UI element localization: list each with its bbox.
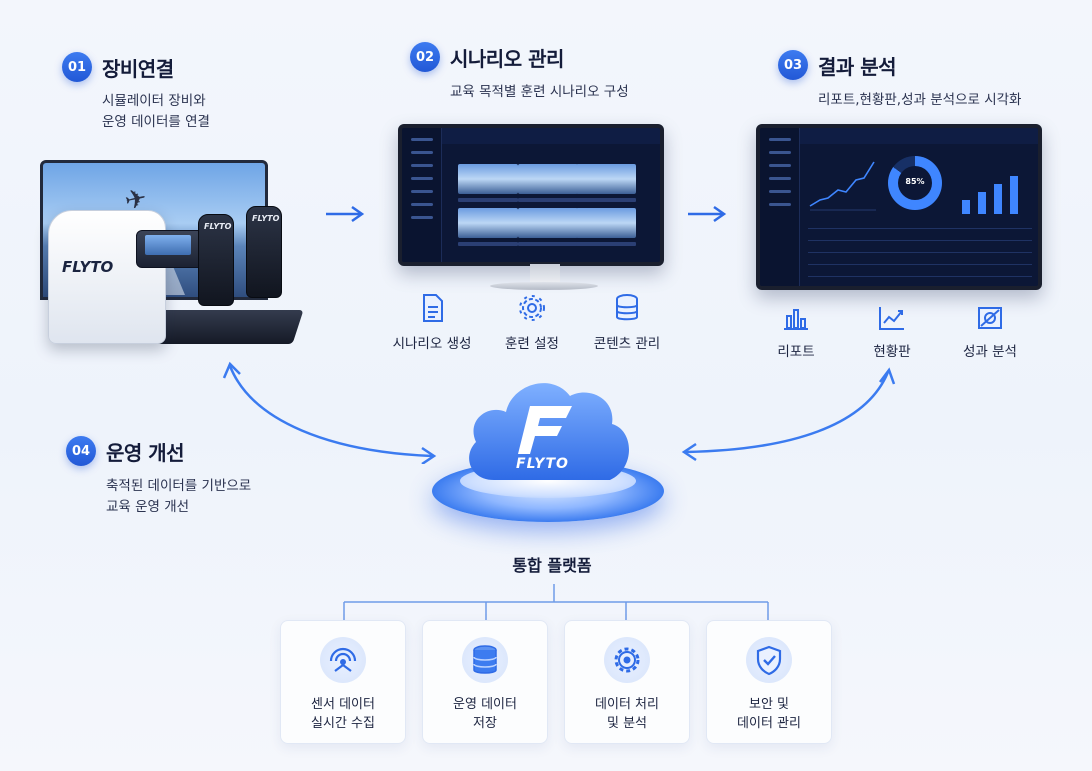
database-icon <box>616 294 638 321</box>
step-number-badge: 01 <box>62 52 92 82</box>
donut-chart-value: 85% <box>905 177 925 186</box>
arrow-right-icon <box>688 205 727 223</box>
step-title: 결과 분석 <box>818 54 897 79</box>
gear-icon <box>614 647 640 673</box>
monitor-stand <box>530 264 560 284</box>
line-chart-icon <box>879 307 904 330</box>
scenario-tool-settings: 훈련 설정 <box>494 292 570 352</box>
result-tool-report: 리포트 <box>766 304 826 360</box>
bar-chart-icon <box>784 309 808 330</box>
monitor-stand-base <box>490 282 598 290</box>
feature-card-sensor: 센서 데이터 실시간 수집 <box>280 620 406 744</box>
cloud-icon <box>469 383 629 480</box>
feature-card-security: 보안 및 데이터 관리 <box>706 620 832 744</box>
flight-simulator-illustration: ✈ FLYTO FLYTO FLYTO <box>36 160 304 348</box>
simulator-brand-logo: FLYTO <box>62 258 114 276</box>
step-description: 시뮬레이터 장비와 운영 데이터를 연결 <box>102 93 210 130</box>
platform-title: 통합 플랫폼 <box>512 556 592 575</box>
step-title: 시나리오 관리 <box>450 46 564 71</box>
step-01: 01 장비연결 시뮬레이터 장비와 운영 데이터를 연결 <box>62 52 210 133</box>
scenario-tool-create: 시나리오 생성 <box>386 292 478 352</box>
database-icon <box>473 645 497 674</box>
gear-icon <box>519 295 545 321</box>
scenario-management-monitor <box>398 124 664 266</box>
step-description: 축적된 데이터를 기반으로 교육 운영 개선 <box>106 478 252 515</box>
step-number-badge: 02 <box>410 42 440 72</box>
scenario-tool-content: 콘텐츠 관리 <box>584 292 670 352</box>
step-03: 03 결과 분석 리포트,현황판,성과 분석으로 시각화 <box>778 50 1021 111</box>
result-tool-dashboard: 현황판 <box>862 304 922 360</box>
step-number-badge: 03 <box>778 50 808 80</box>
simulator-seat <box>198 214 234 306</box>
step-04: 04 운영 개선 축적된 데이터를 기반으로 교육 운영 개선 <box>66 436 251 518</box>
curved-arrow-results-to-platform <box>681 367 896 462</box>
simulator-seat <box>246 206 282 298</box>
integrated-platform-cloud: FLYTO <box>432 368 664 528</box>
analysis-icon <box>978 307 1002 329</box>
document-icon <box>423 294 443 322</box>
step-number-badge: 04 <box>66 436 96 466</box>
feature-card-processing: 데이터 처리 및 분석 <box>564 620 690 744</box>
shield-check-icon <box>756 645 782 676</box>
step-description: 교육 목적별 훈련 시나리오 구성 <box>450 84 629 100</box>
line-chart-widget <box>809 161 876 211</box>
step-02: 02 시나리오 관리 교육 목적별 훈련 시나리오 구성 <box>410 42 629 103</box>
donut-chart-widget <box>888 156 942 210</box>
result-dashboard-monitor: 85% <box>756 124 1042 290</box>
bar-chart-widget <box>960 164 1032 214</box>
arrow-right-icon <box>326 205 365 223</box>
sensor-icon <box>329 647 357 672</box>
curved-arrow-platform-to-equipment <box>222 361 437 464</box>
platform-brand-logo: FLYTO <box>516 456 569 472</box>
step-title: 장비연결 <box>102 56 174 81</box>
connector-lines <box>343 584 769 620</box>
step-description: 리포트,현황판,성과 분석으로 시각화 <box>818 92 1022 108</box>
feature-card-storage: 운영 데이터 저장 <box>422 620 548 744</box>
step-title: 운영 개선 <box>106 440 185 465</box>
result-tool-performance: 성과 분석 <box>950 304 1030 360</box>
